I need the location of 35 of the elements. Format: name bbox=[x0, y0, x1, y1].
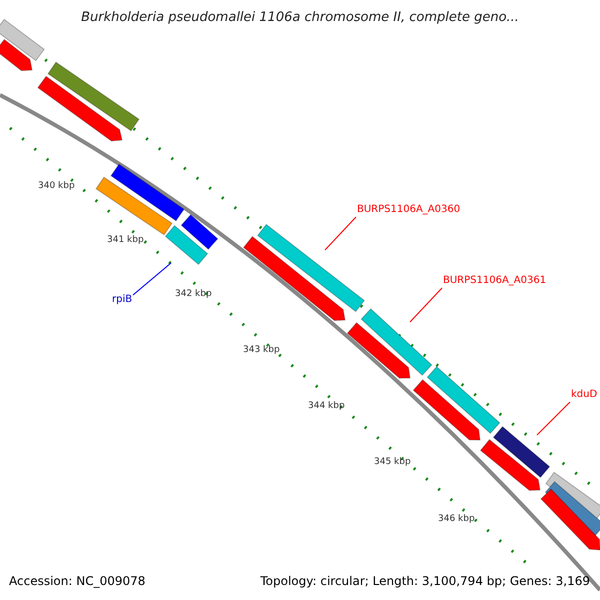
gene-feature bbox=[37, 76, 123, 142]
gene-feature bbox=[257, 224, 365, 312]
accession-text: Accession: NC_009078 bbox=[9, 574, 146, 588]
scale-label: 342 kbp bbox=[175, 289, 212, 299]
leader-line bbox=[536, 402, 570, 436]
scale-label: 346 kbp bbox=[438, 514, 475, 524]
gene-label: BURPS1106A_A0361 bbox=[443, 275, 546, 286]
leader-line bbox=[410, 288, 442, 322]
gene-feature bbox=[95, 176, 173, 236]
genome-stats-text: Topology: circular; Length: 3,100,794 bp; Genes: 3,169 bbox=[260, 574, 590, 588]
scale-label: 344 kbp bbox=[308, 401, 345, 411]
gene-feature bbox=[426, 366, 500, 434]
gene-feature bbox=[540, 488, 600, 551]
scale-label: 340 kbp bbox=[38, 181, 75, 191]
gene-feature bbox=[0, 38, 33, 72]
gene-feature bbox=[492, 426, 550, 478]
gene-feature bbox=[360, 308, 432, 376]
gene-feature bbox=[0, 18, 45, 62]
leader-line bbox=[324, 216, 356, 250]
gene-feature bbox=[346, 322, 411, 379]
gene-feature bbox=[47, 62, 140, 132]
scale-label: 341 kbp bbox=[107, 235, 144, 245]
gene-feature bbox=[110, 164, 185, 222]
scale-label: 343 kbp bbox=[243, 345, 280, 355]
gene-feature bbox=[480, 438, 541, 491]
gene-feature bbox=[164, 224, 208, 266]
gene-feature bbox=[242, 236, 346, 321]
gene-label: kduD bbox=[571, 389, 598, 400]
leader-line bbox=[132, 262, 172, 296]
gene-label: BURPS1106A_A0360 bbox=[357, 204, 460, 215]
scale-label: 345 kbp bbox=[374, 457, 411, 467]
gene-feature bbox=[180, 214, 218, 250]
gene-label: rpiB bbox=[112, 294, 132, 305]
map-title: Burkholderia pseudomallei 1106a chromosome II, complete geno... bbox=[81, 10, 519, 25]
gene-feature bbox=[412, 379, 481, 440]
